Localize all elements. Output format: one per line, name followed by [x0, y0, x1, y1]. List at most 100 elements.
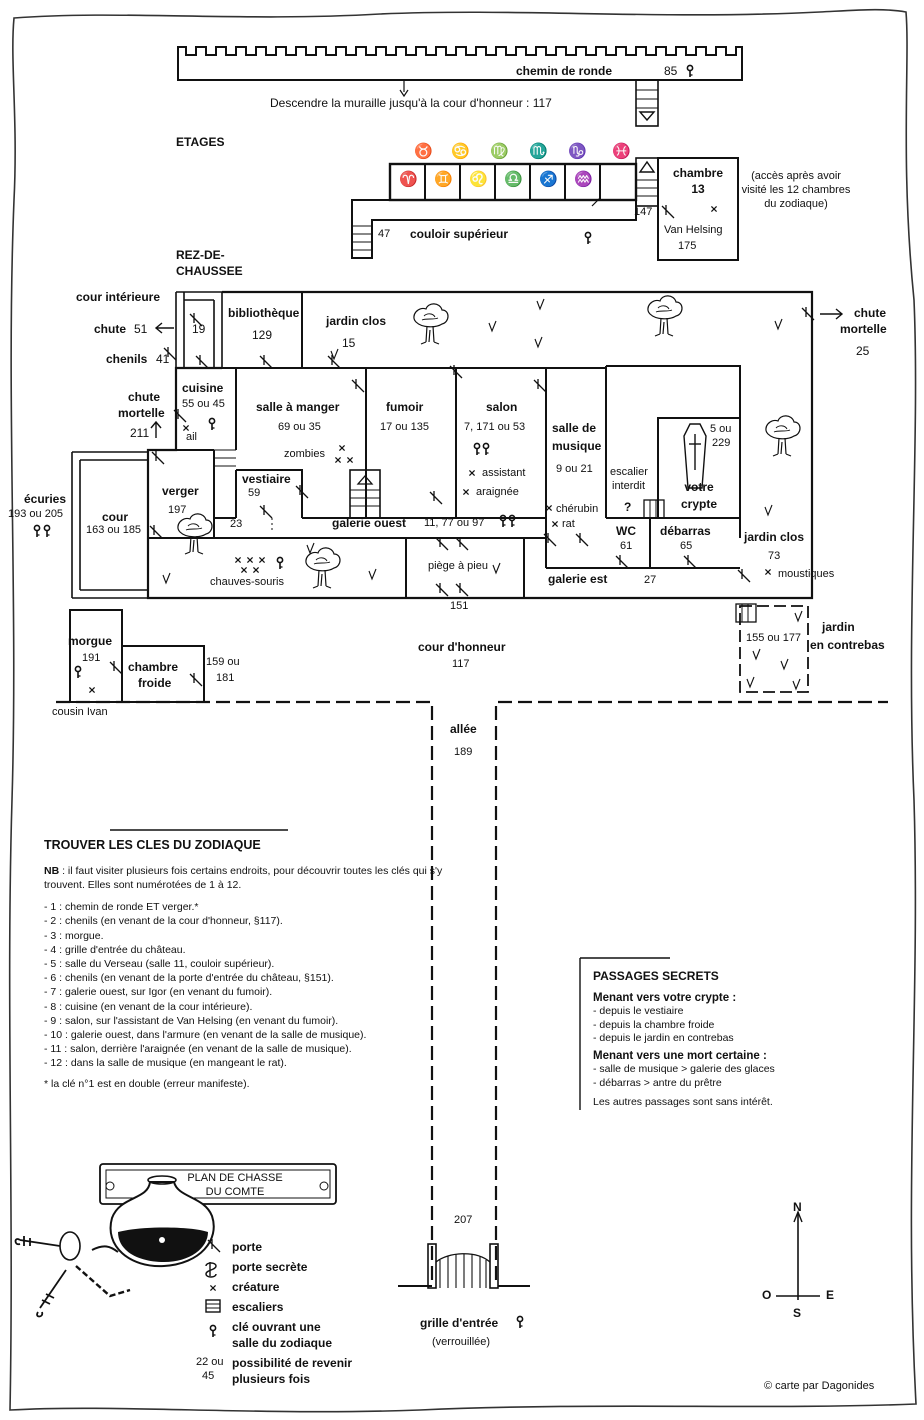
zodiac-room-6[interactable]: ♒ — [574, 171, 593, 188]
cour-d-honneur[interactable]: cour d'honneur — [418, 640, 506, 654]
list-item: - salle de musique > galerie des glaces — [593, 1063, 775, 1075]
n163: 163 ou 185 — [86, 524, 142, 536]
cour-interieure[interactable]: cour intérieure — [76, 290, 161, 304]
legend-porte: porte — [232, 1240, 262, 1254]
zodiac-sign-top-6: ♓ — [612, 143, 631, 160]
zodiac-room-1[interactable]: ♈ — [399, 171, 418, 188]
chute-mortelle-left-2: mortelle — [118, 406, 165, 420]
zombies: zombies — [284, 448, 325, 460]
n7: 7, 171 ou 53 — [464, 421, 526, 433]
n9: 9 ou 21 — [556, 463, 593, 475]
chambre-froide-1[interactable]: chambre — [128, 660, 179, 674]
araignee: araignée — [476, 486, 519, 498]
autres-note: Les autres passages sont sans intérêt. — [593, 1096, 773, 1108]
list-item: - débarras > antre du prêtre — [593, 1076, 722, 1089]
chemin-de-ronde-label: chemin de ronde — [516, 64, 613, 78]
bibliotheque[interactable]: bibliothèque — [228, 306, 300, 320]
acces-note-2: visité les 12 chambres — [741, 184, 851, 196]
escalier-interdit-2: interdit — [612, 480, 646, 492]
list-item: - 4 : grille d'entrée du château. — [44, 943, 186, 956]
list-item: - depuis le vestiaire — [593, 1005, 684, 1017]
n25: 25 — [856, 344, 870, 358]
compass-e: E — [826, 1288, 835, 1302]
verger[interactable]: verger — [162, 484, 199, 498]
ecuries[interactable]: écuries — [24, 492, 67, 506]
legend-cle-1: clé ouvrant une — [232, 1320, 321, 1334]
grille-d-entree[interactable]: grille d'entrée — [420, 1316, 499, 1330]
mort-title: Menant vers une mort certaine : — [593, 1049, 767, 1062]
legend-possib-1: possibilité de revenir — [232, 1356, 353, 1370]
n117: 117 — [452, 658, 470, 670]
n181: 181 — [216, 672, 235, 684]
n197: 197 — [168, 504, 187, 516]
jardin-contrebas-2[interactable]: en contrebas — [810, 638, 885, 652]
compass-n: N — [793, 1200, 802, 1214]
allee[interactable]: allée — [450, 722, 477, 736]
rat: rat — [562, 518, 575, 530]
n207: 207 — [454, 1214, 473, 1226]
n147: 147 — [634, 206, 653, 218]
cour[interactable]: cour — [102, 510, 129, 524]
chambre-froide-2[interactable]: froide — [138, 676, 172, 690]
legend-num-2: 45 — [202, 1370, 215, 1382]
rdc-label-2: CHAUSSEE — [176, 264, 243, 278]
zodiac-keys-panel: TROUVER LES CLES DU ZODIAQUE NB : il fau… — [44, 838, 464, 1091]
votre-crypte-2[interactable]: crypte — [680, 497, 718, 511]
n155: 155 ou 177 — [746, 632, 802, 644]
n55: 55 ou 45 — [182, 398, 225, 410]
nb-text: : il faut visiter plusieurs fois certain… — [44, 865, 443, 892]
salon[interactable]: salon — [486, 400, 518, 414]
n189: 189 — [454, 746, 473, 758]
n151: 151 — [450, 600, 469, 612]
galerie-ouest[interactable]: galerie ouest — [332, 516, 407, 530]
credit: © carte par Dagonides — [764, 1380, 875, 1392]
zodiac-room-5[interactable]: ♐ — [539, 171, 558, 188]
jardin-contrebas-1[interactable]: jardin — [822, 620, 855, 634]
n5: 5 ou — [710, 423, 732, 435]
salle-musique-1[interactable]: salle de — [552, 421, 597, 435]
list-item: - 3 : morgue. — [44, 929, 104, 942]
chauves-souris: chauves-souris — [210, 576, 284, 588]
plan-title-2: DU COMTE — [205, 1186, 265, 1198]
cuisine[interactable]: cuisine — [182, 381, 224, 395]
list-item: - 12 : dans la salle de musique (en mang… — [44, 1057, 287, 1070]
n47: 47 — [378, 228, 391, 240]
zodiac-room-4[interactable]: ♎ — [504, 171, 523, 188]
zodiac-sign-top-1: ♉ — [414, 143, 433, 160]
cherubin: chérubin — [556, 503, 599, 515]
piege-a-pieu[interactable]: piège à pieu — [428, 560, 488, 572]
wc[interactable]: WC — [616, 524, 636, 538]
legend-num-1: 22 ou — [196, 1356, 224, 1368]
votre-crypte-1[interactable]: votre — [684, 480, 714, 494]
zodiac-room-3[interactable]: ♌ — [469, 171, 488, 188]
chenils[interactable]: chenils — [106, 352, 148, 366]
vestiaire[interactable]: vestiaire — [242, 472, 291, 486]
fumoir[interactable]: fumoir — [386, 400, 424, 414]
acces-note-3: du zodiaque) — [764, 198, 828, 210]
n73: 73 — [768, 550, 781, 562]
zodiac-sign-top-2: ♋ — [451, 143, 470, 160]
zodiac-room-2[interactable]: ♊ — [434, 171, 453, 188]
n17: 17 ou 135 — [380, 421, 429, 433]
chemin-number: 85 — [664, 64, 678, 78]
chute-mortelle-right-1: chute — [854, 306, 887, 320]
assistant: assistant — [482, 467, 526, 479]
n61: 61 — [620, 540, 633, 552]
morgue[interactable]: morgue — [68, 634, 113, 648]
n51: 51 — [134, 322, 148, 336]
salle-musique-2[interactable]: musique — [552, 439, 602, 453]
zodiac-sign-top-3: ♍ — [490, 143, 509, 160]
salle-a-manger[interactable]: salle à manger — [256, 400, 340, 414]
couloir-superieur: couloir supérieur — [410, 227, 509, 241]
n159: 159 ou — [206, 656, 240, 668]
zodiac-keys-footnote: * la clé n°1 est en double (erreur manif… — [44, 1077, 250, 1090]
jardin-clos-top[interactable]: jardin clos — [326, 314, 387, 328]
n229: 229 — [712, 437, 731, 449]
galerie-est[interactable]: galerie est — [548, 572, 608, 586]
debarras[interactable]: débarras — [660, 524, 711, 538]
n65: 65 — [680, 540, 693, 552]
legend-cle-2: salle du zodiaque — [232, 1336, 333, 1350]
etages-heading: ETAGES — [176, 135, 225, 149]
jardin-clos-right[interactable]: jardin clos — [744, 530, 805, 544]
zodiac-keys-list: - 1 : chemin de ronde ET verger.* - 2 : … — [44, 900, 464, 1070]
